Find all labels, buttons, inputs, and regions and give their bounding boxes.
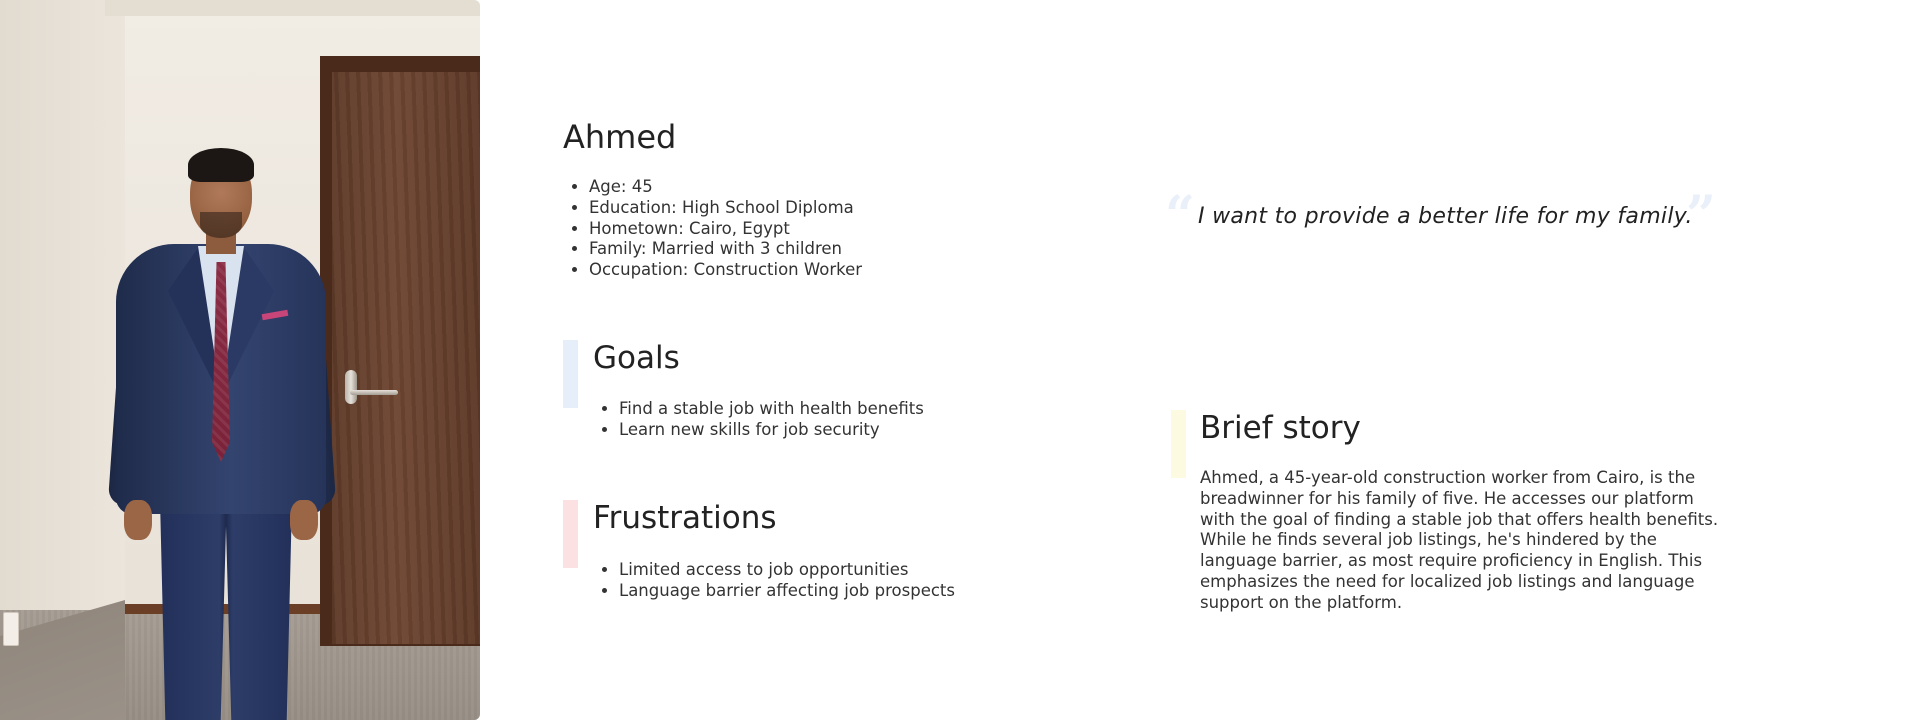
- person-neck: [206, 232, 236, 254]
- person-hand-right: [290, 500, 318, 540]
- person-trousers: [160, 500, 292, 720]
- goals-title: Goals: [593, 340, 680, 376]
- person-tie: [212, 262, 230, 462]
- person-hair: [188, 148, 254, 182]
- open-quote-icon: “: [1165, 185, 1195, 246]
- goals-accent-bar: [563, 340, 578, 408]
- person-hand-left: [124, 500, 152, 540]
- frustrations-item: Language barrier affecting job prospects: [619, 581, 955, 602]
- photo-door-handle: [350, 390, 398, 395]
- close-quote-icon: ”: [1686, 185, 1716, 246]
- photo-ceiling: [105, 0, 480, 16]
- persona-name: Ahmed: [563, 118, 677, 156]
- story-text: Ahmed, a 45-year-old construction worker…: [1200, 468, 1719, 612]
- story-accent-bar: [1171, 410, 1186, 478]
- photo-baseboard: [125, 604, 480, 614]
- persona-detail-family: Family: Married with 3 children: [589, 239, 862, 260]
- frustrations-item: Limited access to job opportunities: [619, 560, 955, 581]
- goals-item: Learn new skills for job security: [619, 420, 924, 441]
- frustrations-title: Frustrations: [593, 500, 777, 536]
- story-title: Brief story: [1200, 410, 1361, 446]
- persona-detail-hometown: Hometown: Cairo, Egypt: [589, 219, 862, 240]
- persona-detail-age: Age: 45: [589, 177, 862, 198]
- goals-list: Find a stable job with health benefits L…: [593, 399, 924, 441]
- persona-detail-education: Education: High School Diploma: [589, 198, 862, 219]
- persona-photo: [0, 0, 480, 720]
- photo-wall-outlet: [3, 612, 19, 646]
- persona-quote: I want to provide a better life for my f…: [1198, 204, 1693, 229]
- photo-person: [0, 0, 480, 720]
- frustrations-accent-bar: [563, 500, 578, 568]
- frustrations-list: Limited access to job opportunities Lang…: [593, 560, 955, 602]
- photo-side-wall: [0, 0, 125, 720]
- goals-item: Find a stable job with health benefits: [619, 399, 924, 420]
- photo-door-handle-plate: [345, 370, 357, 404]
- photo-door: [332, 72, 480, 644]
- persona-detail-occupation: Occupation: Construction Worker: [589, 260, 862, 281]
- person-beard: [200, 212, 242, 238]
- persona-details-list: Age: 45 Education: High School Diploma H…: [563, 177, 862, 281]
